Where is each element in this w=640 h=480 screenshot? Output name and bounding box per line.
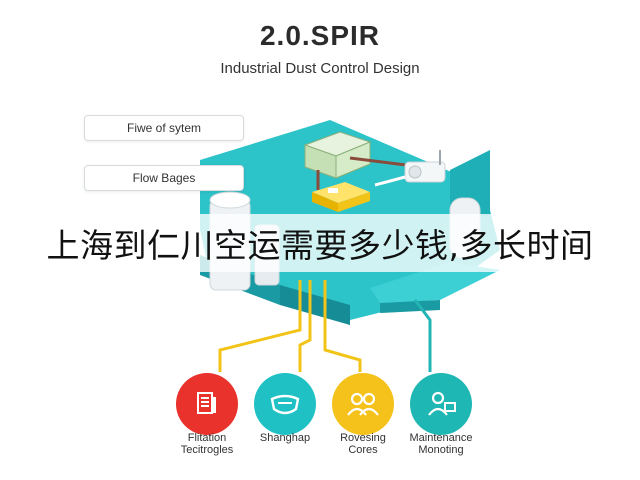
filter-machine: [374, 150, 446, 187]
platform-step: [370, 262, 500, 303]
dust-collector-unit: [312, 182, 370, 212]
mask-icon: [270, 394, 300, 415]
mask-icon-circle: [254, 373, 316, 435]
control-module: [303, 131, 431, 190]
shanghap-label: Shanghap: [259, 432, 311, 444]
document-icon: [197, 392, 216, 414]
person-monitor-icon: [428, 391, 456, 416]
filtration-icon-circle: [176, 373, 238, 435]
overlay-banner: 上海到仁川空运需要多少钱,多长时间: [0, 214, 640, 272]
people-icon-circle: [332, 373, 394, 435]
banner-text: 上海到仁川空运需要多少钱,多长时间: [46, 226, 594, 265]
platform-step-side: [380, 300, 440, 313]
page-subtitle: Industrial Dust Control Design: [220, 60, 420, 77]
callout-flow-stages: Flow Bages: [84, 165, 244, 191]
maintenance-icon-circle: [410, 373, 472, 435]
people-icon: [347, 392, 379, 416]
page-title: 2.0.SPIR: [259, 20, 381, 51]
connection-pipes: [218, 280, 432, 372]
platform-side-right: [280, 285, 350, 325]
callout-system-flow: Fiwe of sytem: [84, 115, 244, 141]
